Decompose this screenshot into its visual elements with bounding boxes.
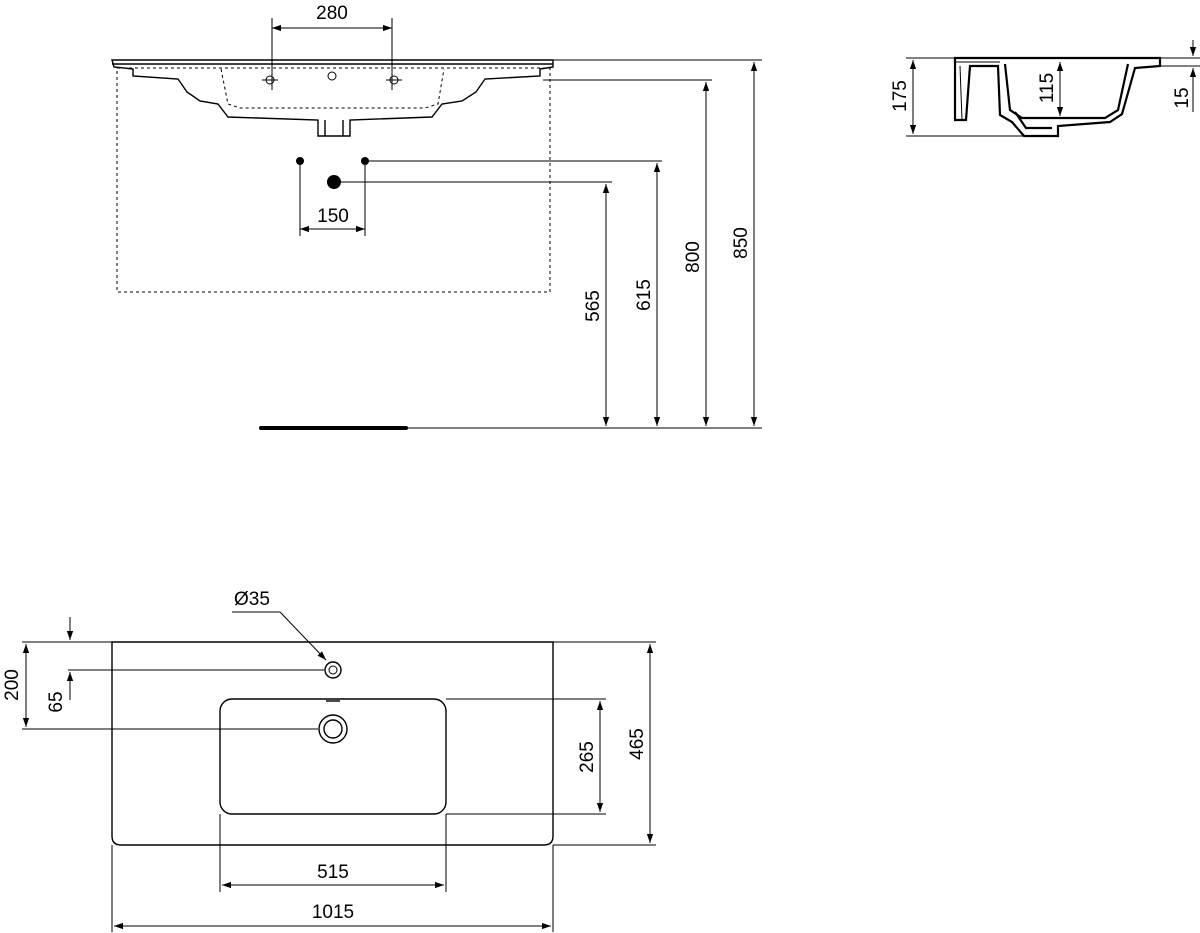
bowl-outline (219, 698, 447, 815)
basin-front-profile (111, 59, 554, 137)
dim-515-label: 515 (317, 862, 349, 883)
dim-850-label: 850 (731, 227, 752, 259)
dim-800-label: 800 (683, 241, 704, 273)
basin-plan-outline (111, 641, 554, 846)
front-elevation-view: 280 150 565 615 800 850 (111, 3, 762, 430)
tap-hole-right-icon (386, 75, 402, 85)
tap-hole-left-icon (262, 75, 278, 85)
dim-565-label: 565 (583, 290, 604, 322)
dim-175-label: 175 (890, 80, 911, 112)
supply-point-left-icon (296, 157, 304, 165)
cabinet-outline (116, 67, 551, 293)
dim-615-label: 615 (634, 279, 655, 311)
dim-diameter-35-label: Ø35 (234, 589, 270, 610)
dim-150-label: 150 (317, 206, 349, 227)
dim-465-label: 465 (627, 728, 648, 760)
side-elevation-view: 175 115 15 (890, 40, 1200, 138)
plan-view: Ø35 200 65 265 465 515 1015 (2, 589, 656, 932)
dim-115-label: 115 (1037, 73, 1058, 103)
supply-point-right-icon (361, 157, 369, 165)
tap-hole-center-icon (327, 71, 337, 81)
dim-65-label: 65 (46, 691, 67, 712)
dim-15-label: 15 (1172, 87, 1193, 108)
dim-265-label: 265 (577, 741, 598, 773)
inner-bowl-dashed (220, 68, 445, 109)
dim-1015-label: 1015 (312, 902, 354, 923)
tap-hole-plan-icon (324, 661, 342, 679)
waste-plan-icon (318, 714, 348, 744)
side-profile-inner (1003, 63, 1130, 120)
dim-200-label: 200 (2, 669, 23, 701)
dim-280-label: 280 (316, 3, 348, 24)
waste-point-icon (327, 175, 341, 189)
